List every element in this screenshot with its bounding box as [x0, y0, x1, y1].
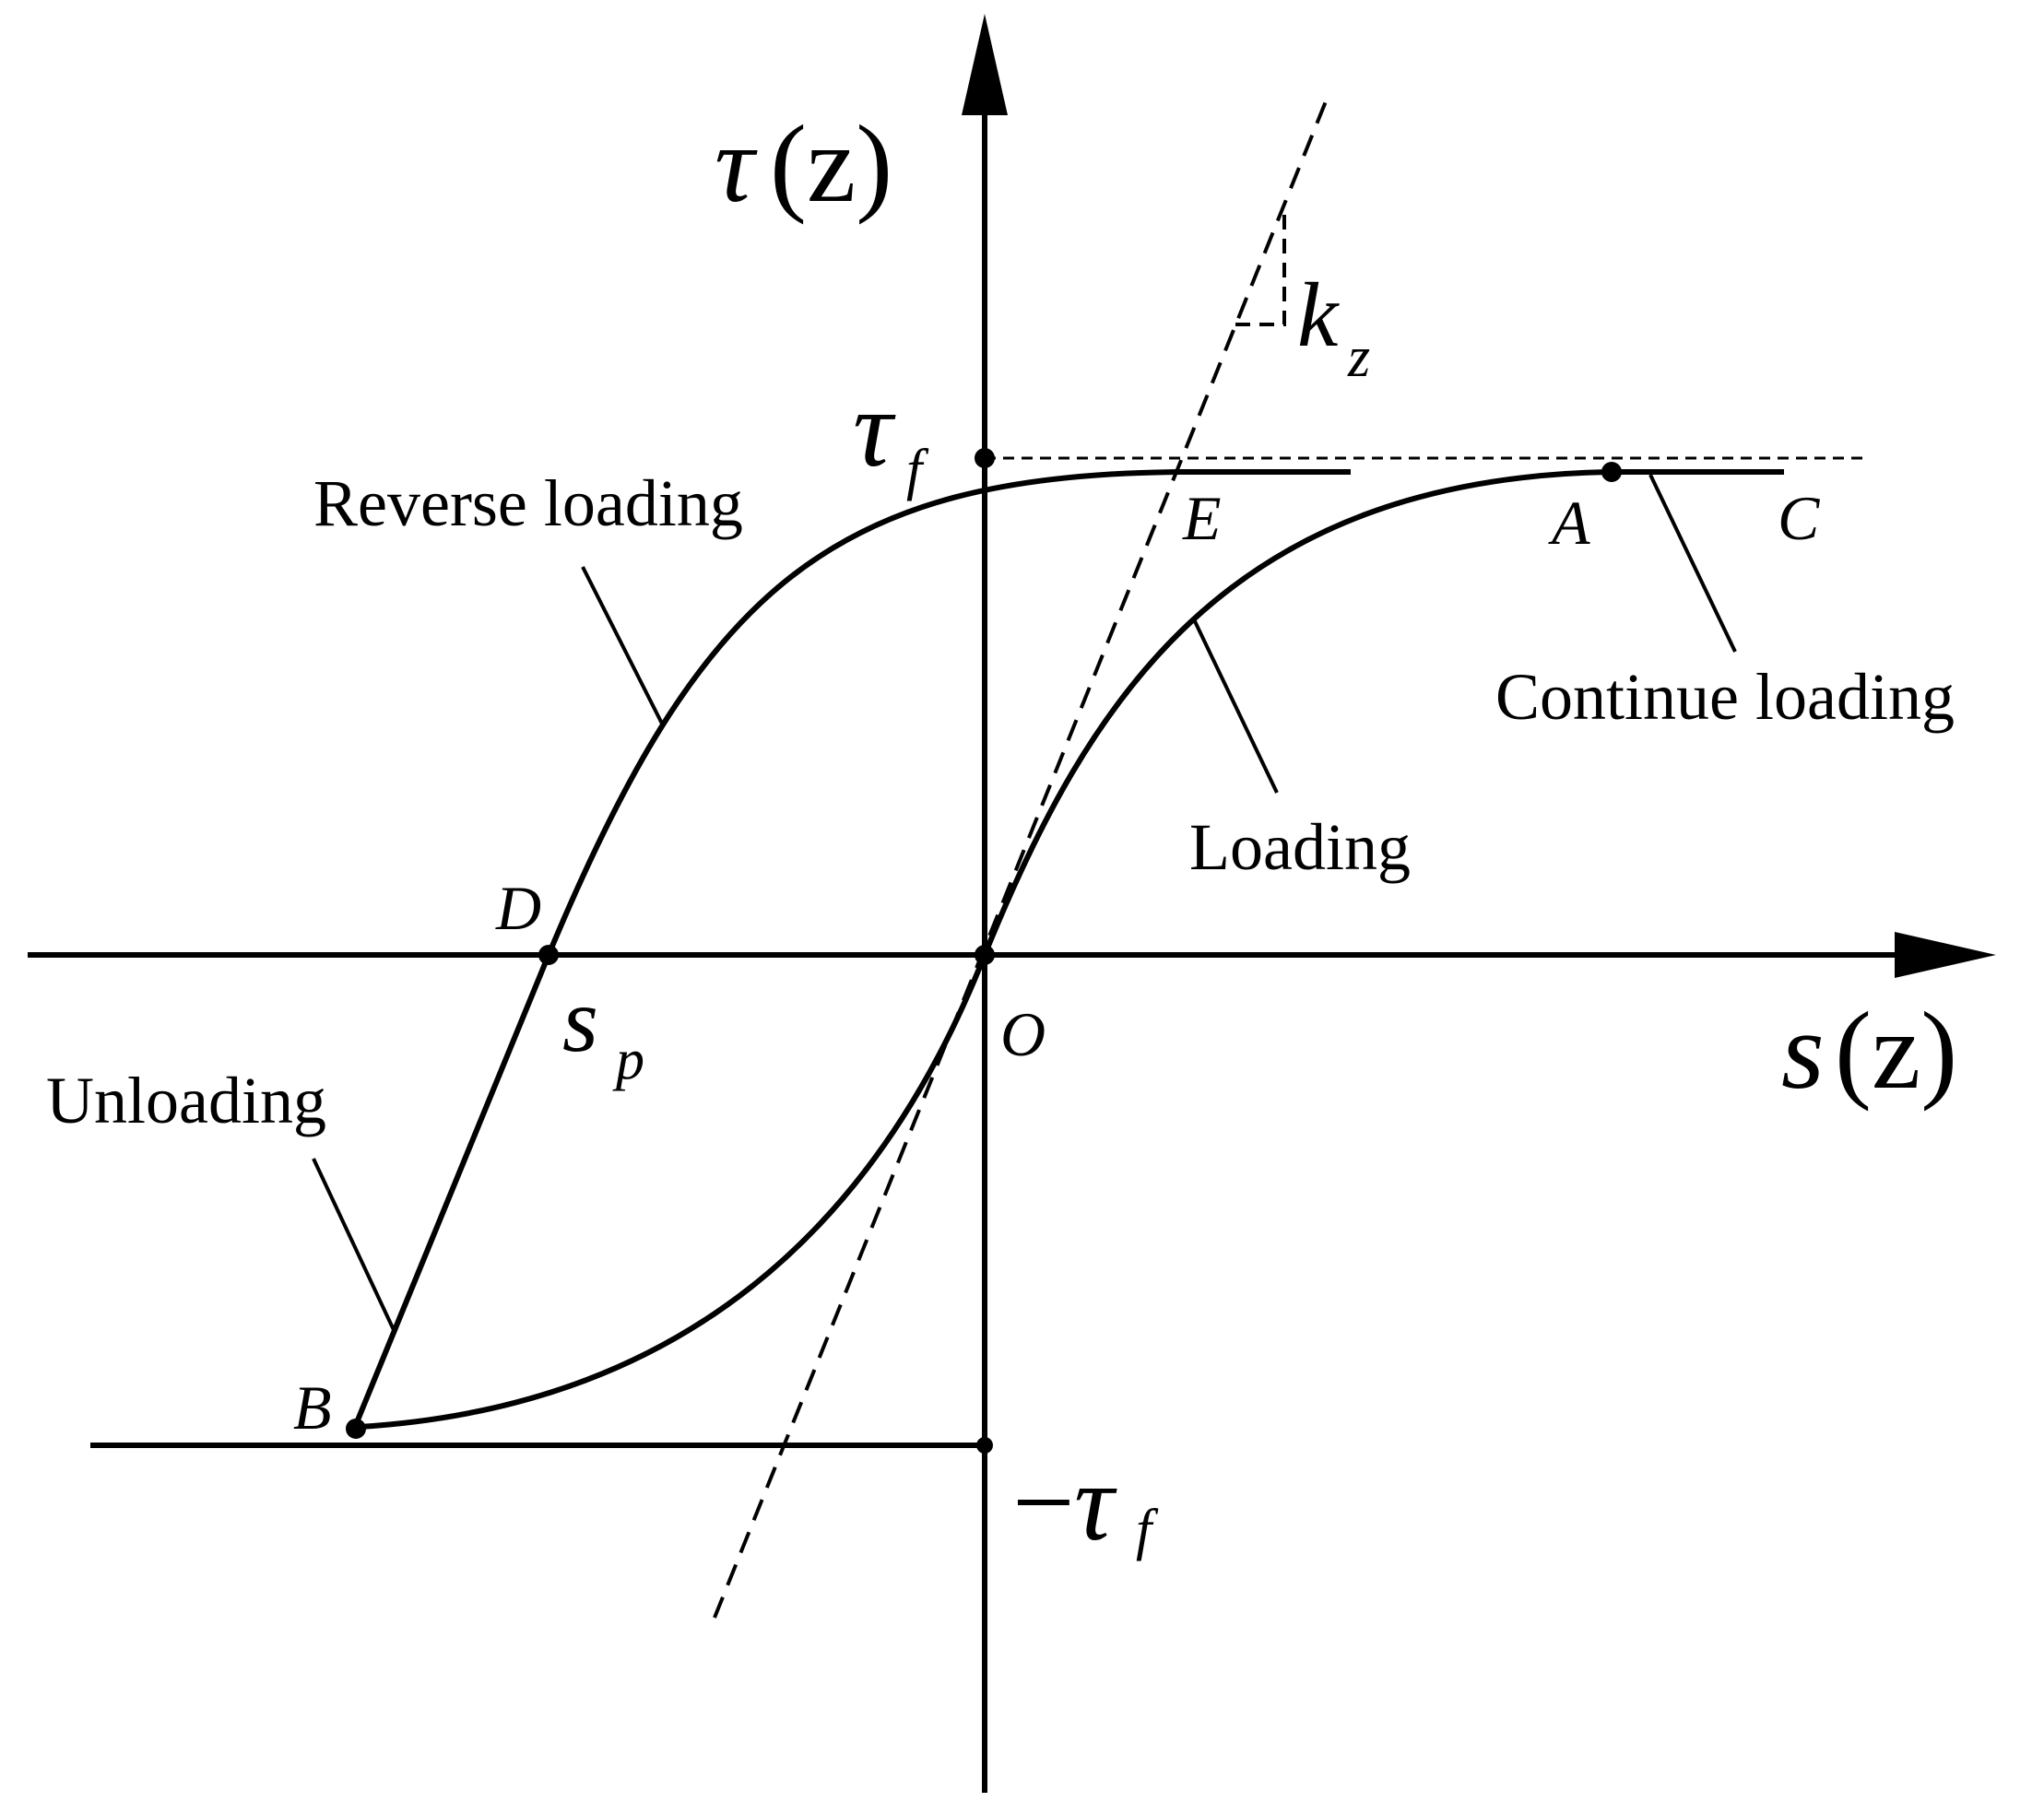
leader-loading [1192, 618, 1279, 794]
neg-tau-f-label-main: τ [1074, 1441, 1117, 1563]
point-O-marker [975, 945, 995, 965]
point-A-marker [1601, 462, 1622, 482]
reverse-loading-curve [546, 469, 1181, 957]
tau-f-label-main: τ [853, 367, 896, 489]
neg-tau-f-marker [976, 1437, 993, 1454]
point-O-label: O [1000, 999, 1046, 1069]
x-axis-label-arg: (z) [1835, 989, 1957, 1112]
k-z-label-sub: z [1347, 326, 1370, 389]
slope-triangle [1235, 212, 1286, 326]
unloading-line [352, 953, 551, 1429]
loading-curve-lower [359, 953, 987, 1430]
leader-reverse-loading [581, 566, 664, 724]
loading-curve-upper [982, 469, 1610, 957]
y-axis-label-symbol: τ [715, 102, 758, 225]
x-axis-arrowhead [1895, 932, 1996, 978]
neg-tau-f-label-sign: − [1012, 1441, 1075, 1563]
point-A-label: A [1548, 488, 1590, 558]
x-axis-label-symbol: s [1781, 989, 1825, 1112]
leader-unloading [312, 1158, 396, 1333]
tau-f-label-sub: f [906, 439, 929, 501]
unloading-label: Unloading [46, 1064, 326, 1137]
point-C-label: C [1778, 483, 1820, 553]
reverse-loading-label: Reverse loading [313, 466, 743, 540]
s-p-label-sub: p [612, 1029, 644, 1091]
point-B-marker [346, 1419, 366, 1439]
point-D-label: D [495, 873, 541, 943]
tau-f-marker [975, 448, 995, 468]
leader-continue-loading [1648, 474, 1737, 653]
continue-loading-label: Continue loading [1495, 660, 1955, 734]
point-E-label: E [1182, 483, 1222, 553]
s-p-label-main: s [562, 969, 598, 1071]
initial-stiffness-dashed-line [713, 96, 1329, 1619]
point-B-label: B [293, 1372, 332, 1443]
k-z-label-main: k [1297, 264, 1340, 366]
neg-tau-f-label-sub: f [1136, 1499, 1159, 1561]
y-axis-label-arg: (z) [770, 102, 892, 225]
point-D-marker [538, 945, 559, 965]
y-axis-arrowhead [962, 14, 1008, 115]
loading-label: Loading [1189, 810, 1411, 884]
